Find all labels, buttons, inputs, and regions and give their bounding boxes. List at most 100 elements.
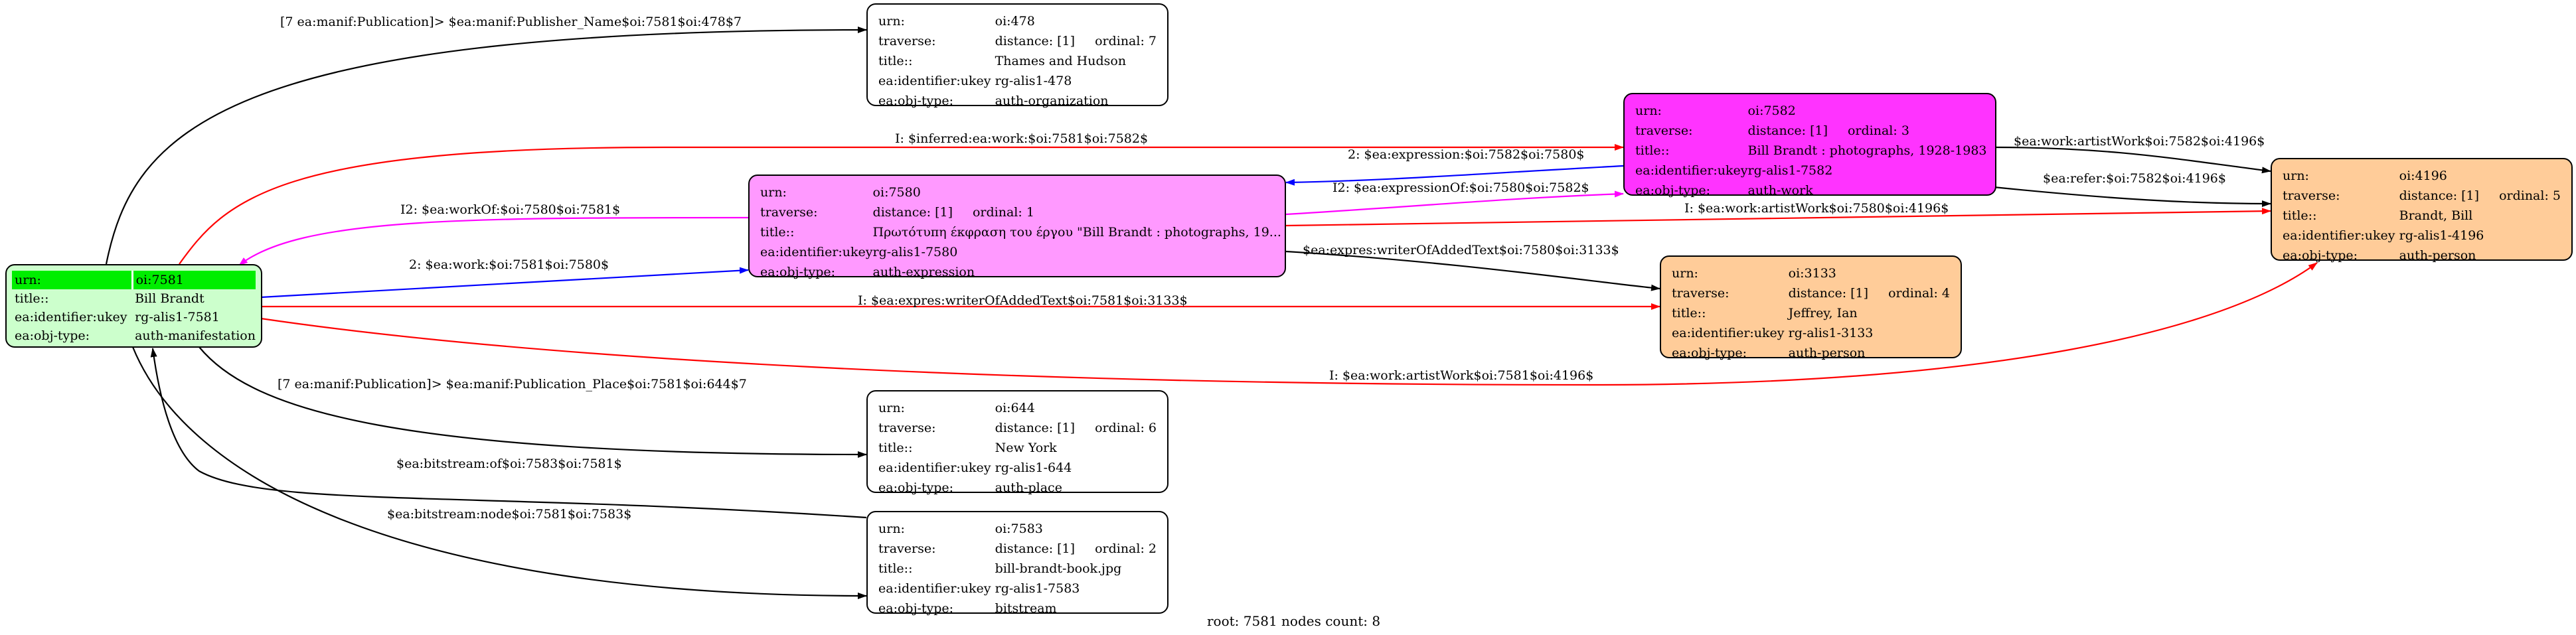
field-key: urn: bbox=[12, 271, 133, 289]
edge-expression bbox=[1285, 165, 1624, 186]
field-ukey: rg-alis1-7581 bbox=[135, 310, 220, 324]
node-oi-478[interactable]: urn: oi:478 traverse: distance: [1] ordinal… bbox=[866, 3, 1168, 108]
field-key: ea:identifier:ukey bbox=[2283, 228, 2395, 243]
field-distance: distance: [1] bbox=[995, 34, 1076, 48]
field-key: ea:identifier:ukey bbox=[15, 310, 127, 324]
node-oi-7582[interactable]: urn:oi:7582 traverse:distance: [1]ordina… bbox=[1623, 93, 1996, 198]
edge-work bbox=[260, 267, 749, 299]
edge-label-place: [7 ea:manif:Publication]> $ea:manif:Publ… bbox=[278, 377, 747, 391]
field-urn: oi:478 bbox=[995, 14, 1035, 29]
edge-label-inferred-work: I: $inferred:ea:work:$oi:7581$oi:7582$ bbox=[895, 131, 1149, 146]
edge-artistwork-7582 bbox=[1993, 146, 2271, 174]
edge-label-artistwork-7582: $ea:work:artistWork$oi:7582$oi:4196$ bbox=[2014, 134, 2265, 149]
edge-label-artistwork-7580: I: $ea:work:artistWork$oi:7580$oi:4196$ bbox=[1684, 201, 1949, 216]
field-key: ea:obj-type: bbox=[878, 601, 954, 616]
field-key: ea:obj-type: bbox=[1672, 346, 1747, 360]
field-key: title:: bbox=[760, 225, 795, 240]
field-key: ea:identifier:ukey bbox=[760, 245, 873, 259]
field-urn: oi:3133 bbox=[1788, 266, 1836, 281]
field-ukey: rg-alis1-4196 bbox=[2399, 228, 2484, 243]
field-ordinal: ordinal: 7 bbox=[1095, 34, 1157, 48]
edge-writer-7580 bbox=[1285, 250, 1660, 291]
field-key: urn: bbox=[2283, 169, 2309, 183]
field-title: Thames and Hudson bbox=[995, 54, 1127, 68]
field-title: Bill Brandt bbox=[135, 291, 204, 306]
field-distance: distance: [1] bbox=[995, 421, 1076, 435]
edge-bitstream-node bbox=[131, 346, 867, 599]
node-oi-7583[interactable]: urn:oi:7583 traverse:distance: [1]ordina… bbox=[866, 511, 1168, 616]
field-key: ea:identifier:ukey bbox=[878, 74, 991, 88]
field-urn: oi:644 bbox=[995, 401, 1035, 415]
field-key: ea:obj-type: bbox=[2283, 248, 2358, 263]
field-urn: oi:7581 bbox=[132, 271, 256, 289]
field-title: bill-brandt-book.jpg bbox=[995, 561, 1122, 576]
field-key: ea:identifier:ukey bbox=[878, 460, 991, 475]
field-ukey: rg-alis1-478 bbox=[995, 74, 1072, 88]
field-key: ea:identifier:ukey bbox=[1672, 326, 1785, 340]
field-ordinal: ordinal: 1 bbox=[972, 205, 1034, 220]
field-objtype: bitstream bbox=[995, 601, 1057, 616]
field-key: traverse: bbox=[1635, 123, 1693, 138]
field-ordinal: ordinal: 2 bbox=[1095, 541, 1157, 556]
field-objtype: auth-person bbox=[1788, 346, 1866, 360]
field-objtype: auth-expression bbox=[872, 265, 975, 279]
edge-label-bitstream-node: $ea:bitstream:node$oi:7581$oi:7583$ bbox=[387, 507, 632, 522]
field-key: urn: bbox=[878, 401, 905, 415]
edge-label-workof: I2: $ea:workOf:$oi:7580$oi:7581$ bbox=[400, 202, 621, 217]
field-title: Bill Brandt : photographs, 1928-1983 bbox=[1747, 143, 1987, 158]
node-oi-7581[interactable]: urn:oi:7581 title::Bill Brandt ea:identi… bbox=[5, 264, 262, 348]
field-title: Brandt, Bill bbox=[2399, 208, 2473, 223]
field-ukey: rg-alis1-7583 bbox=[995, 581, 1080, 596]
field-key: urn: bbox=[878, 14, 905, 29]
field-key: urn: bbox=[1635, 104, 1662, 118]
edge-artistwork-7581 bbox=[260, 262, 2318, 386]
field-key: ea:obj-type: bbox=[878, 94, 954, 108]
field-key: ea:obj-type: bbox=[760, 265, 836, 279]
edge-place bbox=[199, 346, 867, 458]
field-key: traverse: bbox=[878, 34, 936, 48]
field-objtype: auth-organization bbox=[995, 94, 1109, 108]
field-key: urn: bbox=[1672, 266, 1698, 281]
field-title: Πρωτότυπη έκφραση του έργου "Bill Brandt… bbox=[872, 225, 1281, 240]
field-ukey: rg-alis1-7582 bbox=[1747, 163, 1833, 178]
field-ordinal: ordinal: 4 bbox=[1888, 286, 1950, 301]
field-ukey: rg-alis1-7580 bbox=[872, 245, 958, 259]
field-key: traverse: bbox=[878, 421, 936, 435]
field-distance: distance: [1] bbox=[2399, 188, 2480, 203]
field-ordinal: ordinal: 5 bbox=[2499, 188, 2561, 203]
field-distance: distance: [1] bbox=[995, 541, 1076, 556]
field-title: New York bbox=[995, 441, 1057, 455]
field-urn: oi:7582 bbox=[1747, 104, 1796, 118]
node-oi-644[interactable]: urn: oi:644 traverse: distance: [1] ordinal… bbox=[866, 390, 1168, 495]
field-urn: oi:4196 bbox=[2399, 169, 2447, 183]
field-key: ea:obj-type: bbox=[1635, 183, 1711, 198]
edge-bitstream-of bbox=[150, 348, 867, 519]
field-key: ea:identifier:ukey bbox=[878, 581, 991, 596]
edge-label-bitstream-of: $ea:bitstream:of$oi:7583$oi:7581$ bbox=[396, 457, 622, 471]
field-distance: distance: [1] bbox=[1788, 286, 1869, 301]
field-key: title:: bbox=[878, 441, 913, 455]
field-ordinal: ordinal: 3 bbox=[1847, 123, 1909, 138]
edge-inferred-work bbox=[179, 144, 1624, 265]
node-oi-3133[interactable]: urn:oi:3133 traverse:distance: [1]ordina… bbox=[1660, 255, 1962, 360]
node-oi-4196[interactable]: urn: oi:4196 traverse: distance: [1] ordina… bbox=[2271, 158, 2573, 263]
field-key: ea:identifier:ukey bbox=[1635, 163, 1748, 178]
edge-label-writer-7580: $ea:expres:writerOfAddedText$oi:7580$oi:… bbox=[1303, 243, 1619, 257]
field-urn: oi:7580 bbox=[872, 185, 921, 200]
field-key: urn: bbox=[760, 185, 787, 200]
node-oi-7580[interactable]: urn:oi:7580 traverse:distance: [1]ordina… bbox=[748, 175, 1286, 279]
field-objtype: auth-work bbox=[1747, 183, 1813, 198]
edge-label-publisher: [7 ea:manif:Publication]> $ea:manif:Publ… bbox=[280, 15, 742, 29]
field-key: title:: bbox=[2283, 208, 2317, 223]
field-objtype: auth-manifestation bbox=[135, 328, 256, 343]
edge-artistwork-7580 bbox=[1285, 208, 2271, 227]
field-key: title:: bbox=[1672, 306, 1706, 320]
field-title: Jeffrey, Ian bbox=[1788, 306, 1858, 320]
field-ordinal: ordinal: 6 bbox=[1095, 421, 1157, 435]
field-key: traverse: bbox=[878, 541, 936, 556]
field-key: title:: bbox=[878, 561, 913, 576]
field-urn: oi:7583 bbox=[995, 522, 1043, 536]
field-key: traverse: bbox=[2283, 188, 2340, 203]
edge-workof bbox=[238, 216, 749, 266]
edge-label-expression: 2: $ea:expression:$oi:7582$oi:7580$ bbox=[1348, 147, 1585, 162]
